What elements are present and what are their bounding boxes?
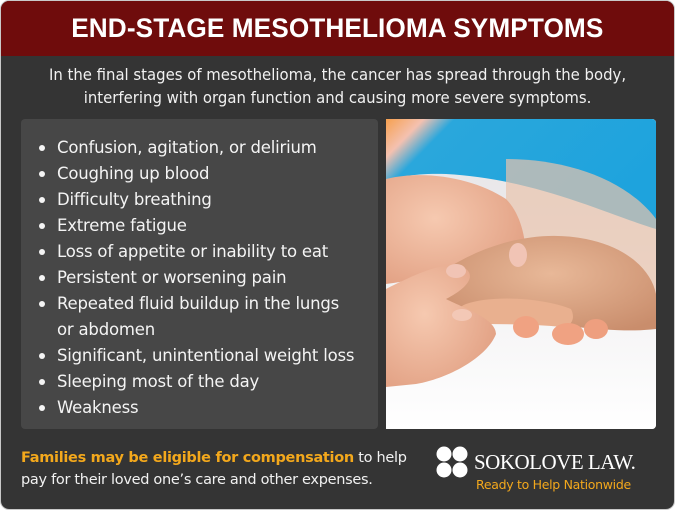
list-item: Loss of appetite or inability to eat: [39, 239, 378, 265]
four-circles-logo-icon: [436, 446, 468, 478]
symptom-label: Difficulty breathing: [57, 190, 212, 209]
list-item: Repeated fluid buildup in the lungs or a…: [39, 291, 357, 343]
hands-photo: [386, 119, 656, 429]
compensation-message: Families may be eligible for compensatio…: [21, 447, 411, 491]
intro-text: In the final stages of mesothelioma, the…: [25, 63, 651, 109]
bullet-icon: [39, 145, 45, 151]
bullet-icon: [39, 223, 45, 229]
symptom-label: Confusion, agitation, or delirium: [57, 138, 317, 157]
symptom-label: Coughing up blood: [57, 164, 210, 183]
symptom-label: Repeated fluid buildup in the lungs or a…: [57, 294, 340, 339]
header-banner: END-STAGE MESOTHELIOMA SYMPTOMS: [1, 1, 674, 56]
list-item: Weakness: [39, 395, 378, 421]
compensation-line-1: Families may be eligible for compensatio…: [21, 447, 411, 469]
hands-illustration: [386, 119, 656, 429]
symptom-label: Sleeping most of the day: [57, 372, 260, 391]
symptom-label: Persistent or worsening pain: [57, 268, 287, 287]
bullet-icon: [39, 405, 45, 411]
bullet-icon: [39, 249, 45, 255]
brand-block: SOKOLOVE LAW. Ready to Help Nationwide: [436, 444, 661, 494]
bullet-icon: [39, 197, 45, 203]
symptoms-panel: Confusion, agitation, or delirium Coughi…: [21, 119, 378, 429]
list-item: Confusion, agitation, or delirium: [39, 135, 378, 161]
intro-line-2: interfering with organ function and caus…: [83, 88, 592, 107]
brand-tagline: Ready to Help Nationwide: [476, 477, 631, 492]
compensation-rest: to help: [353, 450, 407, 466]
list-item: Persistent or worsening pain: [39, 265, 378, 291]
bullet-icon: [39, 275, 45, 281]
compensation-line-2: pay for their loved one’s care and other…: [21, 472, 373, 488]
list-item: Significant, unintentional weight loss: [39, 343, 378, 369]
bullet-icon: [39, 379, 45, 385]
bullet-icon: [39, 353, 45, 359]
list-item: Coughing up blood: [39, 161, 378, 187]
symptom-label: Significant, unintentional weight loss: [57, 346, 355, 365]
symptoms-list: Confusion, agitation, or delirium Coughi…: [21, 119, 378, 421]
intro-line-1: In the final stages of mesothelioma, the…: [48, 65, 627, 84]
bullet-icon: [39, 301, 45, 307]
symptom-label: Loss of appetite or inability to eat: [57, 242, 329, 261]
brand-name: SOKOLOVE LAW.: [474, 450, 636, 474]
list-item: Sleeping most of the day: [39, 369, 378, 395]
bullet-icon: [39, 171, 45, 177]
list-item: Difficulty breathing: [39, 187, 378, 213]
page-title: END-STAGE MESOTHELIOMA SYMPTOMS: [71, 13, 604, 43]
list-item: Extreme fatigue: [39, 213, 378, 239]
compensation-highlight: Families may be eligible for compensatio…: [21, 450, 354, 466]
symptom-label: Weakness: [57, 398, 139, 417]
symptom-label: Extreme fatigue: [57, 216, 187, 235]
